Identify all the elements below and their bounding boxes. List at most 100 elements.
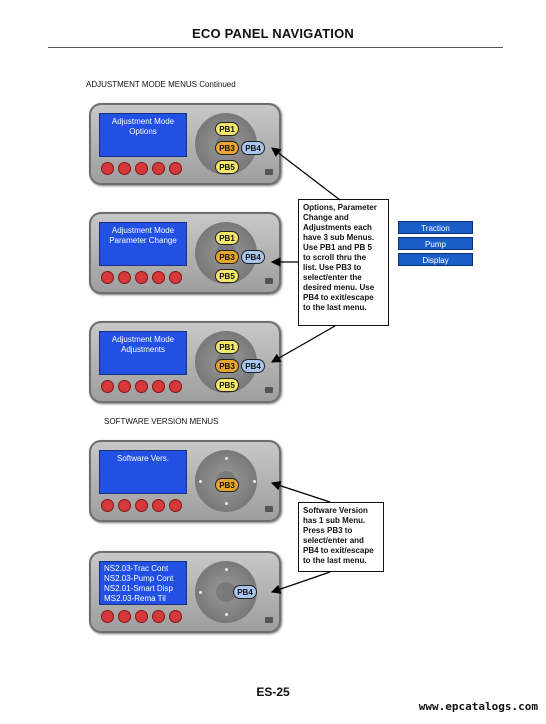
softkey-button[interactable]: [169, 610, 182, 623]
panel-screen: Adjustment Mode Parameter Change: [99, 222, 187, 266]
header-divider: [48, 47, 503, 48]
panel-screen: Adjustment Mode Options: [99, 113, 187, 157]
section-heading-adjustment: ADJUSTMENT MODE MENUS Continued: [86, 80, 236, 89]
pb1-button[interactable]: PB1: [215, 340, 239, 354]
softkey-button[interactable]: [118, 271, 131, 284]
callout-line: Adjustments each: [303, 223, 372, 232]
indicator-dot-icon: [199, 480, 202, 483]
panel-software-version: Software Vers. PB3: [89, 440, 281, 522]
brand-logo-icon: [265, 506, 273, 512]
softkey-button[interactable]: [101, 380, 114, 393]
callout-line: select/enter the: [303, 273, 362, 282]
pb3-button[interactable]: PB3: [215, 478, 239, 492]
indicator-dot-icon: [199, 591, 202, 594]
callout-line: select/enter and: [303, 536, 364, 545]
arrow-to-panel-software-version: [270, 481, 331, 503]
arrow-to-panel-options: [271, 147, 341, 201]
softkey-button[interactable]: [118, 610, 131, 623]
softkey-button[interactable]: [152, 499, 165, 512]
brand-logo-icon: [265, 387, 273, 393]
pb4-button[interactable]: PB4: [241, 359, 265, 373]
softkey-row: [99, 610, 187, 624]
callout-line: desired menu. Use: [303, 283, 375, 292]
softkey-button[interactable]: [135, 271, 148, 284]
softkey-button[interactable]: [135, 162, 148, 175]
screen-line: NS2.03-Pump Cont: [104, 574, 174, 583]
pb3-button[interactable]: PB3: [215, 250, 239, 264]
panel-options: Adjustment Mode Options PB1 PB3 PB4 PB5: [89, 103, 281, 185]
screen-line: Adjustment Mode: [111, 226, 175, 235]
pb3-button[interactable]: PB3: [215, 359, 239, 373]
panel-parameter-change: Adjustment Mode Parameter Change PB1 PB3…: [89, 212, 281, 294]
watermark: www.epcatalogs.com: [418, 700, 538, 713]
screen-line: Adjustments: [120, 345, 166, 354]
callout-line: PB4 to exit/escape: [303, 546, 374, 555]
softkey-button[interactable]: [169, 380, 182, 393]
screen-line: NS2.03-Trac Cont: [104, 564, 169, 573]
pb1-button[interactable]: PB1: [215, 122, 239, 136]
softkey-button[interactable]: [152, 271, 165, 284]
callout-line: list. Use PB3 to: [303, 263, 362, 272]
softkey-button[interactable]: [118, 380, 131, 393]
softkey-button[interactable]: [169, 271, 182, 284]
pb4-button[interactable]: PB4: [233, 585, 257, 599]
softkey-row: [99, 271, 187, 285]
callout-line: Software Version: [303, 506, 368, 515]
softkey-button[interactable]: [118, 499, 131, 512]
softkey-button[interactable]: [101, 610, 114, 623]
softkey-button[interactable]: [169, 162, 182, 175]
screen-line: Adjustment Mode: [111, 117, 175, 126]
callout-line: Options, Parameter: [303, 203, 377, 212]
softkey-button[interactable]: [152, 162, 165, 175]
pb5-button[interactable]: PB5: [215, 269, 239, 283]
softkey-button[interactable]: [135, 380, 148, 393]
callout-line: have 3 sub Menus.: [303, 233, 375, 242]
pb5-button[interactable]: PB5: [215, 160, 239, 174]
softkey-button[interactable]: [101, 499, 114, 512]
softkey-row: [99, 380, 187, 394]
brand-logo-icon: [265, 617, 273, 623]
callout-line: Use PB1 and PB 5: [303, 243, 372, 252]
softkey-button[interactable]: [101, 271, 114, 284]
callout-line: PB4 to exit/escape: [303, 293, 374, 302]
adjustment-callout: Options, Parameter Change and Adjustment…: [298, 199, 389, 326]
pb4-button[interactable]: PB4: [241, 250, 265, 264]
callout-line: to the last menu.: [303, 556, 367, 565]
menu-pump-button[interactable]: Pump: [398, 237, 473, 250]
indicator-dot-icon: [225, 568, 228, 571]
indicator-dot-icon: [225, 502, 228, 505]
panel-screen: Software Vers.: [99, 450, 187, 494]
callout-line: Press PB3 to: [303, 526, 353, 535]
brand-logo-icon: [265, 169, 273, 175]
page-title: ECO PANEL NAVIGATION: [192, 26, 354, 41]
softkey-button[interactable]: [169, 499, 182, 512]
pb1-button[interactable]: PB1: [215, 231, 239, 245]
pb5-button[interactable]: PB5: [215, 378, 239, 392]
pb4-button[interactable]: PB4: [241, 141, 265, 155]
screen-line: Software Vers.: [116, 454, 170, 463]
softkey-button[interactable]: [152, 610, 165, 623]
brand-logo-icon: [265, 278, 273, 284]
softkey-button[interactable]: [101, 162, 114, 175]
screen-line: Adjustment Mode: [111, 335, 175, 344]
screen-line: NS2.01-Smart Disp: [104, 584, 173, 593]
navigation-pad: [195, 561, 257, 623]
panel-screen: Adjustment Mode Adjustments: [99, 331, 187, 375]
callout-line: to the last menu.: [303, 303, 367, 312]
indicator-dot-icon: [225, 457, 228, 460]
screen-line: Parameter Change: [109, 236, 177, 245]
callout-line: Change and: [303, 213, 349, 222]
panel-adjustments: Adjustment Mode Adjustments PB1 PB3 PB4 …: [89, 321, 281, 403]
menu-display-button[interactable]: Display: [398, 253, 473, 266]
softkey-button[interactable]: [152, 380, 165, 393]
panel-software-list: NS2.03-Trac Cont NS2.03-Pump Cont NS2.01…: [89, 551, 281, 633]
callout-line: has 1 sub Menu.: [303, 516, 366, 525]
arrow-to-panel-adjustments: [270, 325, 336, 363]
menu-traction-button[interactable]: Traction: [398, 221, 473, 234]
software-callout: Software Version has 1 sub Menu. Press P…: [298, 502, 384, 572]
softkey-button[interactable]: [118, 162, 131, 175]
softkey-button[interactable]: [135, 610, 148, 623]
softkey-button[interactable]: [135, 499, 148, 512]
pb3-button[interactable]: PB3: [215, 141, 239, 155]
